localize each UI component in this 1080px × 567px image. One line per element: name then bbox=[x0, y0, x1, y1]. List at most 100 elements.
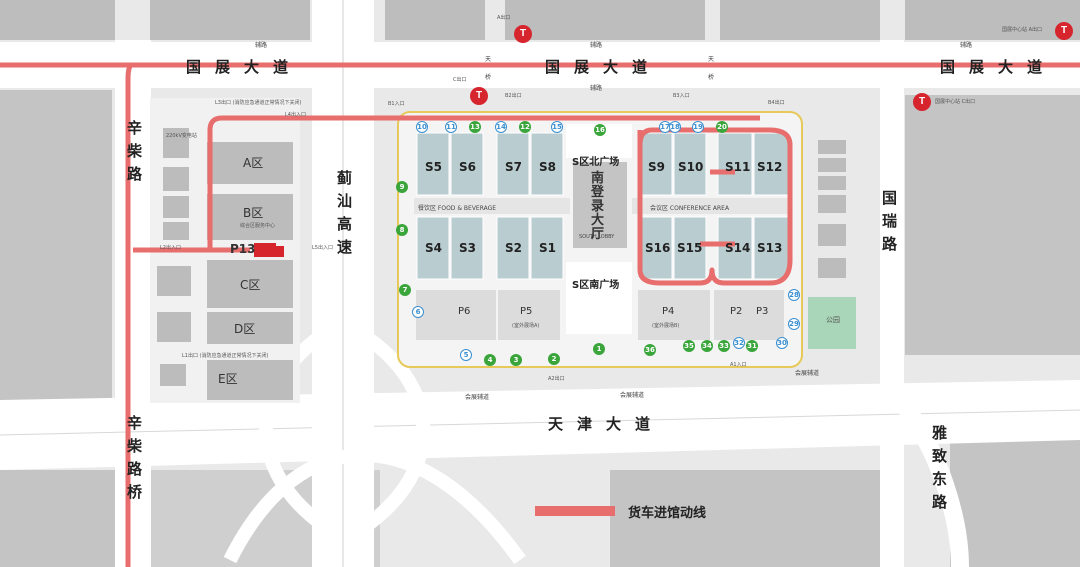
hall-s1-shape bbox=[530, 216, 564, 280]
hall-s6: S6 bbox=[459, 160, 476, 174]
metro-label-a: A出口 bbox=[497, 15, 511, 21]
area-food: 餐饮区 FOOD & BEVERAGE bbox=[418, 205, 497, 212]
road-qiao-r: 桥 bbox=[708, 74, 715, 81]
hall-s2: S2 bbox=[505, 241, 522, 255]
exit-l2: L2出入口 bbox=[160, 245, 181, 251]
road-yazhi: 雅致东路 bbox=[930, 425, 948, 517]
gate-33: 33 bbox=[718, 340, 730, 352]
hall-s1: S1 bbox=[539, 241, 556, 255]
hall-s10-shape bbox=[673, 132, 707, 196]
road-huizhan-fu-2: 会展辅道 bbox=[795, 370, 820, 377]
hall-s8-shape bbox=[530, 132, 564, 196]
road-guozhan-left: 国展大道 bbox=[186, 58, 303, 76]
road-fu-3: 辅路 bbox=[960, 42, 973, 49]
zone-c: C区 bbox=[240, 278, 261, 292]
road-fu-4: 辅路 bbox=[590, 85, 603, 92]
gate-10: 10 bbox=[416, 121, 428, 133]
gate-28: 28 bbox=[788, 289, 800, 301]
gate-14: 14 bbox=[495, 121, 507, 133]
road-xinchai: 辛柴路 bbox=[125, 120, 143, 189]
hall-s14: S14 bbox=[725, 241, 751, 255]
exit-l3: L3出口 (消防应急通道正常情况下关闭) bbox=[215, 100, 302, 106]
road-jishan: 蓟汕高速 bbox=[335, 170, 353, 262]
parking-p4-sub: (室外展场B) bbox=[652, 323, 680, 329]
hall-s3: S3 bbox=[459, 241, 476, 255]
hall-s9-shape bbox=[639, 132, 673, 196]
area-south-plaza: S区南广场 bbox=[572, 280, 620, 291]
gate-4: 4 bbox=[484, 354, 496, 366]
gate-30: 30 bbox=[776, 337, 788, 349]
gate-1: 1 bbox=[593, 343, 605, 355]
hall-s5: S5 bbox=[425, 160, 442, 174]
hall-s4: S4 bbox=[425, 241, 442, 255]
metro-icon: T bbox=[913, 93, 931, 111]
zone-d: D区 bbox=[234, 322, 256, 336]
exit-l5: L5出入口 bbox=[312, 245, 333, 251]
hall-s4-shape bbox=[416, 216, 450, 280]
gate-16: 16 bbox=[594, 124, 606, 136]
hall-s13: S13 bbox=[757, 241, 783, 255]
gate-15: 15 bbox=[551, 121, 563, 133]
metro-icon: T bbox=[470, 87, 488, 105]
hall-s9: S9 bbox=[648, 160, 665, 174]
gate-3: 3 bbox=[510, 354, 522, 366]
gate-12: 12 bbox=[519, 121, 531, 133]
zone-b: B区 bbox=[243, 206, 264, 220]
gate-7: 7 bbox=[399, 284, 411, 296]
gate-32: 32 bbox=[733, 337, 745, 349]
substation: 220kV变电站 bbox=[166, 133, 197, 139]
hall-s16-shape bbox=[639, 216, 673, 280]
metro-icon: T bbox=[514, 25, 532, 43]
hall-s16: S16 bbox=[645, 241, 671, 255]
hall-s12: S12 bbox=[757, 160, 783, 174]
gate-6: 6 bbox=[412, 306, 424, 318]
hall-s7: S7 bbox=[505, 160, 522, 174]
parking-p5-sub: (室外展场A) bbox=[512, 323, 540, 329]
hall-s5-shape bbox=[416, 132, 450, 196]
park-area: 公园 bbox=[826, 316, 840, 324]
gate-18: 18 bbox=[669, 121, 681, 133]
gate-13: 13 bbox=[469, 121, 481, 133]
area-north-plaza: S区北广场 bbox=[572, 157, 620, 168]
gate-20: 20 bbox=[716, 121, 728, 133]
hall-s8: S8 bbox=[539, 160, 556, 174]
gate-29: 29 bbox=[788, 318, 800, 330]
parking-p5: P5 bbox=[520, 306, 533, 317]
hall-s15-shape bbox=[673, 216, 707, 280]
road-fu-1: 辅路 bbox=[255, 42, 268, 49]
gate-2: 2 bbox=[548, 353, 560, 365]
service-center: 综合区服务中心 bbox=[240, 223, 276, 229]
road-tian-l: 天 bbox=[485, 56, 492, 63]
road-qiao-l: 桥 bbox=[485, 74, 492, 81]
exit-b4: B4出口 bbox=[768, 100, 785, 106]
hall-s10: S10 bbox=[678, 160, 704, 174]
gate-11: 11 bbox=[445, 121, 457, 133]
exit-l1: L1出口 (消防应急通道正常情况下关闭) bbox=[182, 353, 269, 359]
area-south-lobby: 南登录大厅 bbox=[591, 171, 605, 242]
exit-b2: B2出口 bbox=[505, 93, 522, 99]
zone-e: E区 bbox=[218, 372, 238, 386]
hall-s6-shape bbox=[450, 132, 484, 196]
exit-b1: B1入口 bbox=[388, 101, 405, 107]
parking-p2: P2 bbox=[730, 306, 743, 317]
exit-l4: L4出入口 bbox=[285, 112, 306, 118]
hall-s11-shape bbox=[717, 132, 753, 196]
gate-5: 5 bbox=[460, 349, 472, 361]
zone-a: A区 bbox=[243, 156, 264, 170]
area-conference: 会议区 CONFERENCE AREA bbox=[650, 205, 730, 212]
hall-s3-shape bbox=[450, 216, 484, 280]
road-huizhan-fu-1: 会展辅道 bbox=[465, 394, 490, 401]
gate-36: 36 bbox=[644, 344, 656, 356]
gate-34: 34 bbox=[701, 340, 713, 352]
hall-s14-shape bbox=[717, 216, 753, 280]
parking-p4: P4 bbox=[662, 306, 675, 317]
road-guozhan-mid: 国展大道 bbox=[545, 58, 662, 76]
road-tianjin: 天津大道 bbox=[548, 415, 665, 433]
exit-b3: B3入口 bbox=[673, 93, 690, 99]
parking-p6: P6 bbox=[458, 306, 471, 317]
hall-s11: S11 bbox=[725, 160, 751, 174]
gate-8: 8 bbox=[396, 224, 408, 236]
road-huizhan-fu-3: 会展辅道 bbox=[620, 392, 645, 399]
